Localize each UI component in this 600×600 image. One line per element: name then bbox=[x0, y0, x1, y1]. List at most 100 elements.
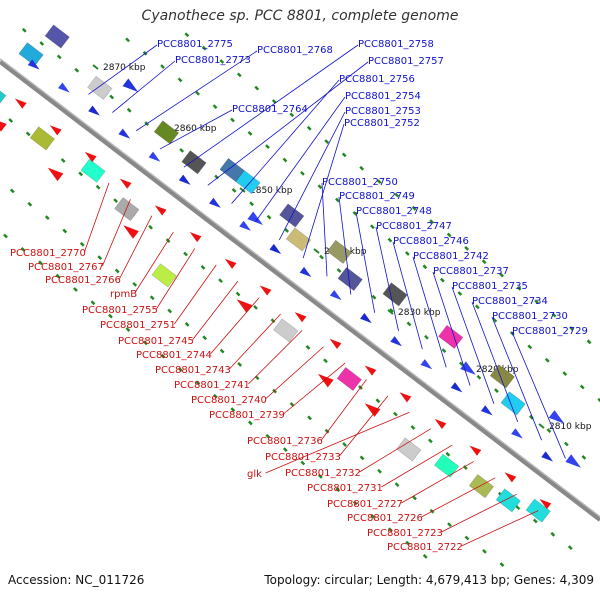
track-dot bbox=[335, 487, 341, 493]
forward-gene-arrow bbox=[450, 382, 463, 393]
track-dot bbox=[394, 482, 400, 487]
track-dot bbox=[56, 54, 62, 60]
track-dot bbox=[125, 37, 130, 43]
reverse-gene-label: PCC8801_2751 bbox=[100, 320, 176, 331]
track-dot bbox=[412, 495, 417, 501]
track-dot bbox=[74, 67, 80, 73]
track-dot bbox=[405, 251, 410, 256]
track-dot bbox=[265, 144, 270, 150]
forward-gene-label: PCC8801_2758 bbox=[358, 39, 434, 50]
forward-gene-label: PCC8801_2730 bbox=[492, 311, 568, 322]
track-dot bbox=[567, 545, 573, 551]
track-dot bbox=[148, 224, 153, 230]
track-dot bbox=[544, 357, 550, 363]
forward-gene-arrow bbox=[511, 428, 523, 439]
accession-label: Accession: NC_011726 bbox=[8, 573, 145, 587]
track-dot bbox=[266, 214, 272, 220]
reverse-gene-label: rpmB bbox=[110, 289, 137, 300]
forward-gene-arrow bbox=[27, 59, 40, 70]
track-dot bbox=[341, 152, 347, 158]
reverse-gene-label: PCC8801_2722 bbox=[387, 542, 463, 553]
forward-gene-arrow bbox=[178, 174, 191, 185]
forward-gene-arrow bbox=[329, 289, 342, 301]
track-dot bbox=[247, 420, 253, 426]
forward-gene-arrow bbox=[360, 313, 372, 324]
reverse-gene-label: PCC8801_2741 bbox=[174, 380, 250, 391]
reverse-gene-leader bbox=[192, 280, 239, 341]
reverse-gene-arrow bbox=[14, 98, 27, 109]
track-dot bbox=[389, 308, 394, 313]
track-dot bbox=[405, 540, 411, 546]
forward-gene-label: PCC8801_2734 bbox=[472, 296, 548, 307]
reverse-gene-arrow bbox=[329, 338, 342, 349]
forward-gene-label: PCC8801_2750 bbox=[322, 177, 398, 188]
track-dot bbox=[160, 64, 165, 69]
track-dot bbox=[237, 362, 243, 367]
track-dot bbox=[219, 59, 225, 64]
forward-gene-leader bbox=[375, 226, 399, 332]
forward-gene-arrow bbox=[88, 105, 100, 116]
backbone-shadow bbox=[0, 58, 600, 518]
track-dot bbox=[406, 321, 412, 327]
reverse-gene-arrow bbox=[317, 373, 334, 388]
forward-gene-label: PCC8801_2775 bbox=[157, 39, 233, 50]
forward-gene-label: PCC8801_2757 bbox=[368, 56, 444, 67]
track-dot bbox=[532, 518, 538, 524]
forward-gene-box bbox=[44, 24, 70, 49]
reverse-gene-arrow bbox=[47, 167, 64, 182]
forward-gene-box bbox=[18, 42, 44, 67]
track-dot bbox=[499, 272, 504, 278]
forward-gene-label: PCC8801_2749 bbox=[339, 191, 415, 202]
reverse-gene-label: PCC8801_2726 bbox=[347, 513, 423, 524]
reverse-gene-leader bbox=[229, 313, 281, 370]
track-dot bbox=[282, 157, 288, 163]
reverse-gene-leader bbox=[134, 231, 174, 294]
track-dot bbox=[253, 304, 258, 310]
reverse-gene-leader bbox=[119, 215, 153, 280]
forward-gene-leader bbox=[511, 331, 566, 459]
reverse-gene-arrow bbox=[364, 365, 377, 376]
track-dot bbox=[95, 184, 101, 190]
track-dot bbox=[73, 287, 78, 292]
track-dot bbox=[282, 447, 288, 453]
forward-gene-arrow bbox=[148, 151, 161, 162]
track-dot bbox=[235, 291, 241, 297]
genome-backbone bbox=[0, 60, 600, 522]
scale-tick bbox=[92, 64, 99, 70]
forward-gene-box bbox=[438, 324, 464, 349]
forward-gene-arrow bbox=[565, 454, 581, 468]
forward-gene-arrow bbox=[548, 410, 565, 424]
track-dot bbox=[236, 72, 242, 78]
reverse-gene-label: PCC8801_2740 bbox=[191, 395, 267, 406]
track-dot bbox=[370, 224, 375, 230]
track-dot bbox=[352, 500, 358, 506]
track-dot bbox=[270, 318, 276, 324]
track-dot bbox=[410, 425, 416, 430]
reverse-gene-label: PCC8801_2766 bbox=[45, 275, 121, 286]
track-dot bbox=[579, 384, 585, 390]
forward-gene-label: PCC8801_2729 bbox=[512, 326, 588, 337]
forward-gene-box bbox=[500, 391, 526, 416]
reverse-gene-leader bbox=[84, 182, 110, 253]
track-dot bbox=[231, 188, 237, 193]
track-dot bbox=[20, 247, 26, 252]
forward-gene-label: PCC8801_2756 bbox=[339, 74, 415, 85]
track-dot bbox=[160, 353, 166, 359]
track-dot bbox=[387, 237, 393, 243]
reverse-gene-label: PCC8801_2739 bbox=[209, 410, 285, 421]
forward-gene-box bbox=[285, 227, 312, 252]
track-dot bbox=[586, 339, 592, 345]
forward-gene-box bbox=[382, 282, 408, 307]
forward-gene-label: PCC8801_2764 bbox=[232, 104, 308, 115]
track-dot bbox=[201, 45, 207, 51]
track-dot bbox=[184, 32, 190, 38]
forward-gene-label: PCC8801_2742 bbox=[413, 251, 489, 262]
forward-gene-leader bbox=[183, 44, 359, 168]
forward-gene-arrow bbox=[460, 361, 476, 375]
forward-gene-leader bbox=[159, 109, 233, 150]
forward-gene-box bbox=[87, 75, 113, 100]
track-dot bbox=[319, 254, 324, 260]
forward-gene-leader bbox=[412, 256, 447, 368]
track-dot bbox=[474, 304, 480, 310]
reverse-gene-leader bbox=[401, 461, 475, 504]
